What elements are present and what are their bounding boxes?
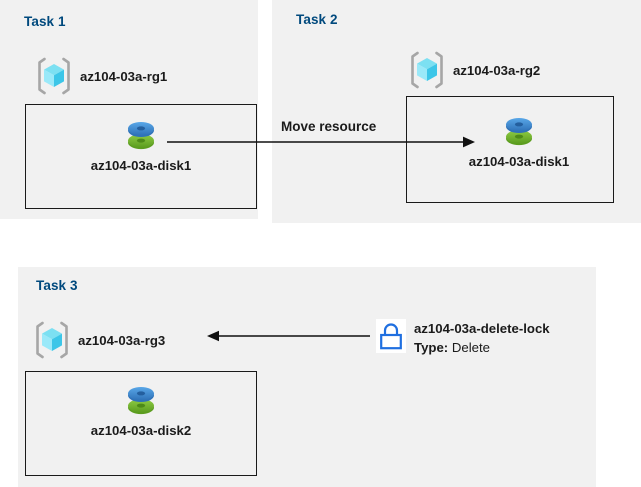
resource-group-node-task-3: az104-03a-rg3 (33, 320, 165, 360)
resource-group-label-task-2: az104-03a-rg2 (453, 62, 541, 78)
resource-group-node-task-2: az104-03a-rg2 (408, 50, 540, 90)
resource-group-label-task-3: az104-03a-rg3 (78, 332, 166, 348)
resource-group-node-task-1: az104-03a-rg1 (35, 56, 167, 96)
resource-group-icon (35, 56, 73, 96)
disk-node-task-2: az104-03a-disk1 (456, 110, 582, 169)
panel-title-task-2: Task 2 (296, 12, 338, 27)
panel-title-task-3: Task 3 (36, 278, 78, 293)
managed-disk-icon (121, 114, 161, 154)
delete-lock-node: az104-03a-delete-lock Type: Delete (376, 319, 550, 358)
delete-lock-type-row: Type: Delete (414, 340, 490, 355)
lock-icon (376, 319, 406, 353)
disk-label-task-2: az104-03a-disk1 (468, 154, 570, 169)
panel-title-task-1: Task 1 (24, 14, 66, 29)
arrow-move-resource (167, 136, 475, 148)
delete-lock-type-key: Type: (414, 339, 449, 355)
delete-lock-text-block: az104-03a-delete-lock Type: Delete (414, 319, 550, 358)
arrow-label-move-resource: Move resource (281, 119, 377, 134)
resource-group-box-task-1 (25, 104, 257, 209)
delete-lock-type-value: Delete (451, 339, 490, 355)
resource-group-icon (408, 50, 446, 90)
resource-group-label-task-1: az104-03a-rg1 (80, 68, 168, 84)
resource-group-icon (33, 320, 71, 360)
managed-disk-icon (121, 379, 161, 419)
disk-node-task-1: az104-03a-disk1 (78, 114, 204, 173)
resource-group-box-task-2 (406, 96, 614, 203)
delete-lock-label: az104-03a-delete-lock (414, 321, 550, 336)
disk-node-task-3: az104-03a-disk2 (78, 379, 204, 438)
arrow-delete-lock-to-resource-group (207, 330, 370, 342)
disk-label-task-3: az104-03a-disk2 (90, 423, 192, 438)
managed-disk-icon (499, 110, 539, 150)
disk-label-task-1: az104-03a-disk1 (90, 158, 192, 173)
